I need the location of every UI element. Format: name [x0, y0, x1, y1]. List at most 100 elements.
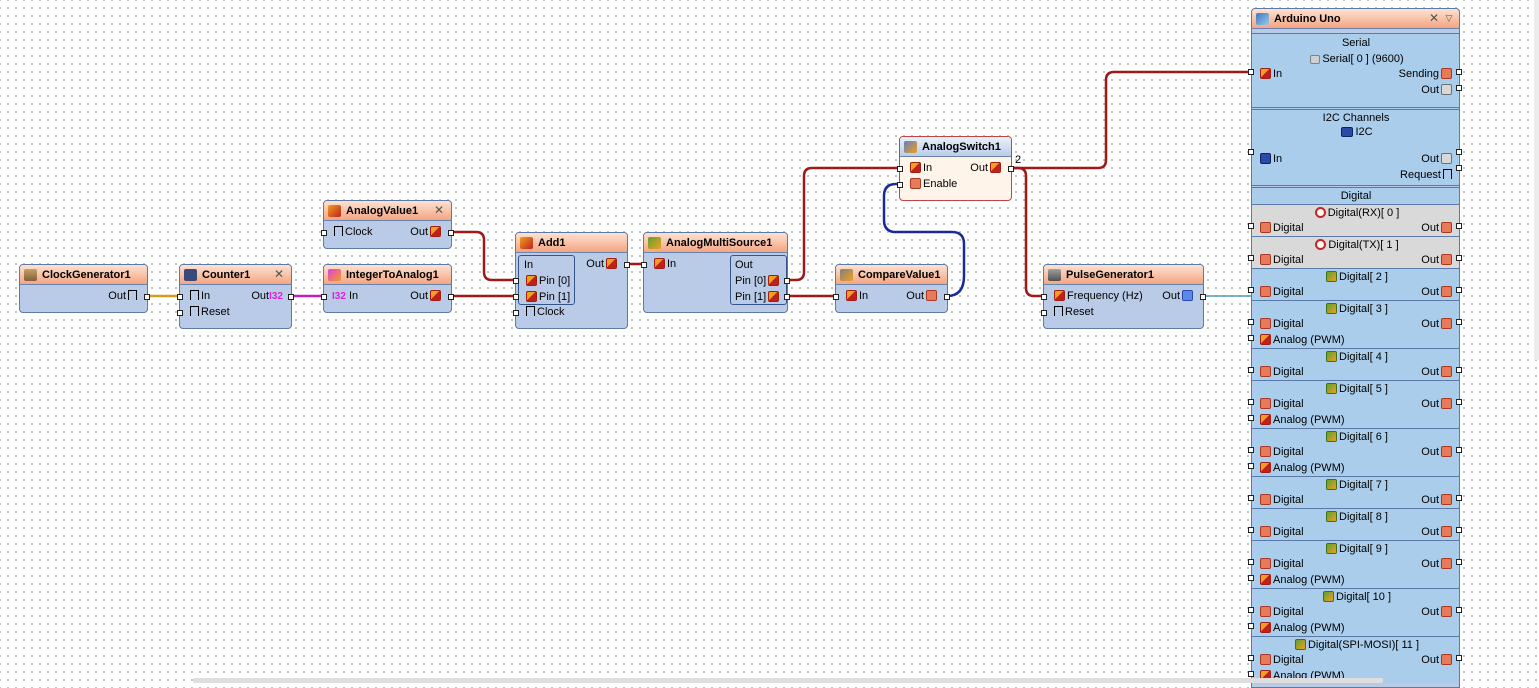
digital-output-connector[interactable] — [1456, 655, 1462, 661]
integer-type-icon: I32 — [332, 291, 346, 302]
tools-icon[interactable]: ✕ — [273, 267, 285, 281]
digital-input-connector[interactable] — [1248, 319, 1254, 325]
pulse-generator-out-connector[interactable] — [1200, 294, 1206, 300]
digital-input-connector[interactable] — [1248, 495, 1254, 501]
add-out-connector[interactable] — [624, 262, 630, 268]
digital-output-connector[interactable] — [1456, 495, 1462, 501]
analog-multi-source-pin1-connector[interactable] — [784, 294, 790, 300]
i2c-request-connector[interactable] — [1456, 165, 1462, 171]
compare-value-in-connector[interactable] — [833, 294, 839, 300]
digital-output-connector[interactable] — [1456, 223, 1462, 229]
analog-switch-in-connector[interactable] — [897, 166, 903, 172]
analog-value-block[interactable]: AnalogValue1 ✕ Clock Out — [321, 200, 454, 249]
compare-value-block[interactable]: CompareValue1 In Out — [833, 264, 950, 313]
i2c-icon — [1260, 153, 1271, 164]
integer-to-analog-out-connector[interactable] — [448, 294, 454, 300]
analog-value-out-connector[interactable] — [448, 230, 454, 236]
pulse-generator-header[interactable]: PulseGenerator1 — [1044, 265, 1203, 285]
digital-input-connector[interactable] — [1248, 367, 1254, 373]
analog-pwm-connector[interactable] — [1248, 415, 1254, 421]
i2c-section-title: I2C Channels — [1322, 112, 1390, 124]
digital-signal-icon — [1260, 318, 1271, 329]
disabled-icon — [1314, 207, 1326, 218]
clock-generator-out-connector[interactable] — [144, 294, 150, 300]
digital-output-connector[interactable] — [1456, 527, 1462, 533]
analog-multi-source-header[interactable]: AnalogMultiSource1 — [644, 233, 787, 253]
counter-header[interactable]: Counter1 ✕ — [180, 265, 291, 285]
digital-input-connector[interactable] — [1248, 399, 1254, 405]
add-block[interactable]: Add1 In Pin [0] Pin [1] Clock Out — [513, 232, 630, 329]
add-header[interactable]: Add1 — [516, 233, 627, 253]
digital-input-connector[interactable] — [1248, 559, 1254, 565]
analog-multi-source-block[interactable]: AnalogMultiSource1 In Out Pin [0] Pin [1… — [641, 232, 790, 313]
analog-value-clock-connector[interactable] — [321, 230, 327, 236]
counter-reset-connector[interactable] — [177, 310, 183, 316]
analog-multi-source-pin0-connector[interactable] — [784, 278, 790, 284]
analog-pwm-connector[interactable] — [1248, 671, 1254, 677]
digital-input-connector[interactable] — [1248, 607, 1254, 613]
i2c-in-connector[interactable] — [1248, 149, 1254, 155]
digital-output-connector[interactable] — [1456, 559, 1462, 565]
serial-in-connector[interactable] — [1248, 69, 1254, 75]
add-clock-connector[interactable] — [513, 310, 519, 316]
serial-out-connector[interactable] — [1456, 85, 1462, 91]
pulse-generator-reset-connector[interactable] — [1041, 310, 1047, 316]
analog-value-header[interactable]: AnalogValue1 ✕ — [324, 201, 451, 221]
analog-switch-out-connector[interactable] — [1008, 166, 1014, 172]
pulse-generator-frequency-connector[interactable] — [1041, 294, 1047, 300]
pin-icon — [1326, 351, 1338, 362]
analog-switch-block[interactable]: AnalogSwitch1 In Enable Out — [897, 136, 1014, 201]
digital-output-connector[interactable] — [1456, 399, 1462, 405]
digital-input-connector[interactable] — [1248, 527, 1254, 533]
digital-input-connector[interactable] — [1248, 223, 1254, 229]
arduino-uno-block[interactable]: Arduino Uno ✕ ▽ Serial Serial[ 0 ] (9600… — [1251, 8, 1460, 688]
digital-output-connector[interactable] — [1456, 287, 1462, 293]
compare-value-out-connector[interactable] — [944, 294, 950, 300]
digital-output-connector[interactable] — [1456, 319, 1462, 325]
digital-channel-label: Digital[ 10 ] — [1252, 589, 1459, 605]
clock-generator-block[interactable]: ClockGenerator1 Out — [19, 264, 150, 313]
tools-icon[interactable]: ✕ — [433, 203, 445, 217]
tools-icon[interactable]: ✕ — [1428, 11, 1440, 25]
digital-input-connector[interactable] — [1248, 287, 1254, 293]
counter-block[interactable]: Counter1 ✕ In Reset OutI32 — [177, 264, 294, 329]
digital-output-connector[interactable] — [1456, 607, 1462, 613]
digital-input-connector[interactable] — [1248, 447, 1254, 453]
connection-count-label: 2 — [1015, 154, 1022, 166]
digital-output-connector[interactable] — [1456, 447, 1462, 453]
horizontal-scrollbar[interactable] — [193, 678, 1383, 683]
analog-pwm-connector[interactable] — [1248, 575, 1254, 581]
pulse-generator-title: PulseGenerator1 — [1066, 269, 1155, 281]
add-pin0-connector[interactable] — [513, 278, 519, 284]
counter-out-connector[interactable] — [288, 294, 294, 300]
digital-output-connector[interactable] — [1456, 367, 1462, 373]
serial-sending-connector[interactable] — [1456, 69, 1462, 75]
pulse-generator-block[interactable]: PulseGenerator1 Frequency (Hz) Reset Out — [1041, 264, 1206, 329]
clock-generator-header[interactable]: ClockGenerator1 — [20, 265, 147, 285]
analog-pwm-connector[interactable] — [1248, 463, 1254, 469]
analog-pwm-connector[interactable] — [1248, 335, 1254, 341]
digital-channel-label: Digital[ 8 ] — [1252, 509, 1459, 525]
add-pin1-connector[interactable] — [513, 294, 519, 300]
analog-multi-source-in-connector[interactable] — [641, 262, 647, 268]
integer-to-analog-in-connector[interactable] — [321, 294, 327, 300]
vertical-scrollbar[interactable] — [1534, 0, 1539, 360]
i2c-out-connector[interactable] — [1456, 149, 1462, 155]
analog-pwm-connector[interactable] — [1248, 623, 1254, 629]
digital-signal-icon — [1260, 526, 1271, 537]
compare-value-header[interactable]: CompareValue1 — [836, 265, 947, 285]
arduino-uno-title: Arduino Uno — [1274, 13, 1341, 25]
analog-switch-header[interactable]: AnalogSwitch1 — [900, 137, 1011, 157]
analog-signal-icon — [1260, 414, 1271, 425]
digital-input-connector[interactable] — [1248, 655, 1254, 661]
arduino-uno-header[interactable]: Arduino Uno ✕ ▽ — [1252, 9, 1459, 29]
integer-to-analog-header[interactable]: IntegerToAnalog1 — [324, 265, 451, 285]
chevron-down-icon[interactable]: ▽ — [1445, 13, 1453, 23]
digital-section-title: Digital — [1252, 188, 1459, 205]
analog-switch-enable-connector[interactable] — [897, 182, 903, 188]
digital-output-connector[interactable] — [1456, 255, 1462, 261]
digital-input-connector[interactable] — [1248, 255, 1254, 261]
counter-in-connector[interactable] — [177, 294, 183, 300]
analog-signal-icon — [654, 258, 665, 269]
integer-to-analog-block[interactable]: IntegerToAnalog1 I32 In Out — [321, 264, 454, 313]
